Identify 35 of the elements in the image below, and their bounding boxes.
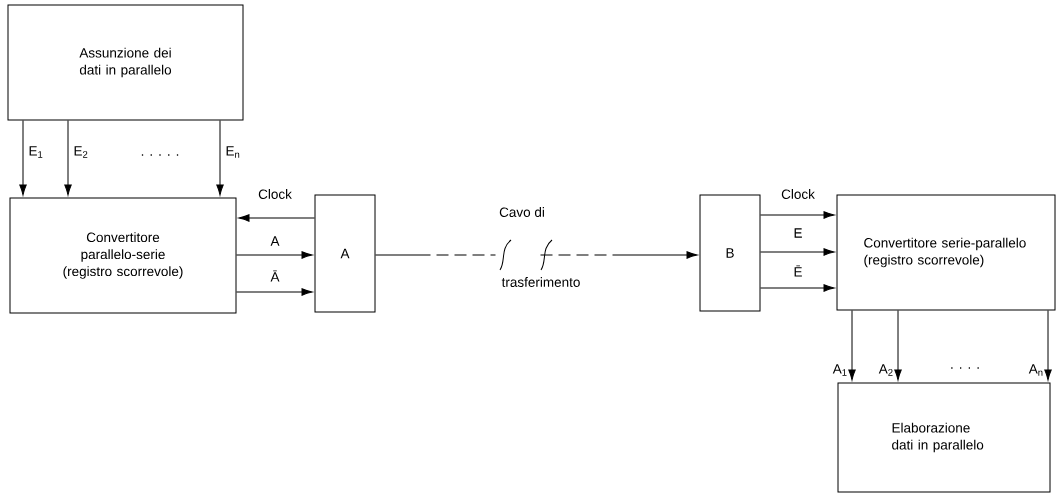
edge-label: E$_{2}$ <box>74 146 88 158</box>
arrow <box>760 284 835 292</box>
arrow <box>760 248 835 256</box>
arrow <box>236 288 313 296</box>
arrow <box>848 310 856 381</box>
edge-label: A$_{2}$ <box>878 364 893 376</box>
edge-label: E$_{n}$ <box>226 146 240 158</box>
arrow <box>1044 310 1052 381</box>
arrow <box>238 214 315 222</box>
edge-label: Ē <box>794 265 802 277</box>
label: trasferimento <box>501 277 580 287</box>
edge-label: Clock <box>258 189 292 199</box>
edge-label: Ā <box>270 270 280 282</box>
arrow <box>760 211 835 219</box>
process-box: Elaborazione dati in parallelo <box>837 382 1051 493</box>
arrow <box>64 120 72 196</box>
process-box: Convertitore serie-parallelo (registro scorrevole) <box>836 194 1056 311</box>
arrow <box>216 120 224 196</box>
edge-label: A <box>270 236 280 246</box>
edge-label: A$_{1}$ <box>832 364 847 376</box>
arrow <box>236 251 313 259</box>
edge-label: A$_{n}$ <box>1028 364 1043 376</box>
arrow <box>19 120 27 196</box>
process-box: A <box>314 194 376 313</box>
edge-label: Clock <box>781 189 815 199</box>
arrow <box>894 310 902 381</box>
arrow <box>375 251 698 259</box>
label: . . . . . <box>141 154 179 156</box>
process-box: Convertitore parallelo-serie (registro scorrevole) <box>9 197 237 314</box>
process-box: B <box>699 194 761 312</box>
edge-label: E <box>794 228 802 238</box>
label: . . . . <box>951 367 979 369</box>
edge-label: E$_{1}$ <box>29 146 43 158</box>
label: Cavo di <box>499 207 544 217</box>
process-box: Assunzione dei dati in parallelo <box>7 4 244 121</box>
